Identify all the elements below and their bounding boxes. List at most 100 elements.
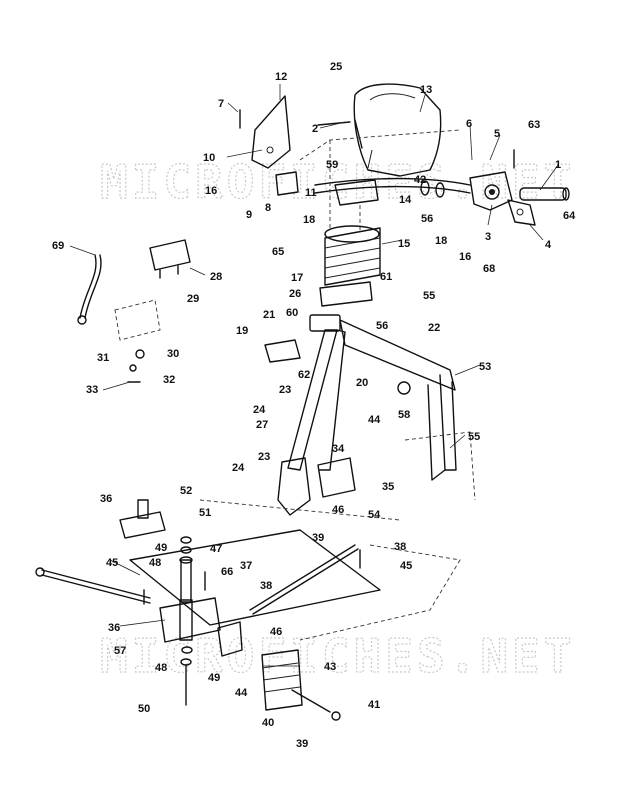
- pedal-36-top: [119, 499, 166, 539]
- part-label-16-left: 16: [205, 185, 217, 197]
- part-label-9: 9: [246, 209, 252, 221]
- part-label-54: 54: [368, 509, 381, 521]
- part-label-4: 4: [545, 239, 552, 251]
- rod-40: [291, 689, 341, 721]
- part-label-46-upper: 46: [332, 504, 344, 516]
- rod-37: [249, 544, 359, 615]
- part-label-7: 7: [218, 98, 224, 110]
- part-label-50: 50: [138, 703, 150, 715]
- part-label-39-lower: 39: [296, 738, 308, 750]
- shaft-column-47: [179, 556, 193, 603]
- handle-grip: [519, 187, 570, 201]
- part-label-20: 20: [356, 377, 368, 389]
- part-label-55-lower: 55: [468, 431, 480, 443]
- steering-column: [287, 329, 346, 471]
- nut-58: [397, 381, 411, 395]
- part-label-41: 41: [368, 699, 380, 711]
- part-label-35: 35: [382, 481, 394, 493]
- mount-plate-34: [317, 457, 356, 498]
- part-label-51: 51: [199, 507, 211, 519]
- part-label-12: 12: [275, 71, 287, 83]
- bracket-right: [507, 199, 536, 226]
- small-bolts-top: [239, 109, 515, 169]
- part-labels: 1 2 3 4 5 6 7 8 9 10 11 12 13 14 15 16 1…: [52, 61, 576, 750]
- washers-48-49: [180, 536, 193, 654]
- part-label-44-lower: 44: [235, 687, 248, 699]
- floor-plate: [129, 529, 381, 626]
- part-label-18-right: 18: [435, 235, 447, 247]
- part-label-62: 62: [298, 369, 310, 381]
- part-label-3: 3: [485, 231, 491, 243]
- part-label-40: 40: [262, 717, 274, 729]
- part-label-64: 64: [563, 210, 576, 222]
- part-label-43: 43: [324, 661, 336, 673]
- pedal-shaft-36: [159, 597, 221, 643]
- part-label-61: 61: [380, 271, 392, 283]
- tie-bracket-19: [264, 339, 301, 363]
- part-label-52: 52: [180, 485, 192, 497]
- part-label-13: 13: [420, 84, 432, 96]
- bracket-44: [217, 621, 243, 657]
- part-label-69: 69: [52, 240, 64, 252]
- part-label-53: 53: [479, 361, 491, 373]
- dashed-mount-left: [114, 299, 161, 341]
- part-label-49-lower: 49: [208, 672, 220, 684]
- small-bolts-lower: [143, 549, 361, 605]
- part-label-47: 47: [210, 543, 222, 555]
- part-label-45-right: 45: [400, 560, 412, 572]
- clip-part: [275, 171, 299, 196]
- part-label-42: 42: [414, 174, 426, 186]
- part-label-23-lower: 23: [258, 451, 270, 463]
- part-label-37: 37: [240, 560, 252, 572]
- part-label-24-lower: 24: [232, 462, 245, 474]
- pivot-housing: [469, 171, 513, 211]
- hinge-block: [309, 314, 341, 332]
- part-label-22: 22: [428, 322, 440, 334]
- part-label-11: 11: [305, 187, 317, 199]
- dashed-floor-outline: [199, 431, 476, 641]
- part-label-63: 63: [528, 119, 540, 131]
- bolt-50: [180, 658, 192, 706]
- part-label-66: 66: [221, 566, 233, 578]
- part-label-30: 30: [167, 348, 179, 360]
- part-label-39-upper: 39: [312, 532, 324, 544]
- part-label-16-right: 16: [459, 251, 471, 263]
- part-label-33: 33: [86, 384, 98, 396]
- seat-cushion: [353, 83, 442, 177]
- leader-lines: [69, 84, 559, 667]
- part-label-21: 21: [263, 309, 275, 321]
- dashed-guides-top: [299, 129, 461, 230]
- main-frame-arm: [339, 319, 457, 481]
- small-hardware-left: [127, 349, 145, 383]
- part-label-31: 31: [97, 352, 109, 364]
- part-label-1: 1: [555, 159, 561, 171]
- part-label-56-lower: 56: [376, 320, 388, 332]
- part-label-65: 65: [272, 246, 284, 258]
- part-label-36-lower: 36: [108, 622, 120, 634]
- relay-box: [149, 239, 191, 279]
- frame-bracket: [334, 179, 379, 206]
- part-label-36-upper: 36: [100, 493, 112, 505]
- part-label-48-upper: 48: [149, 557, 161, 569]
- control-shaft: [314, 177, 471, 198]
- part-label-8: 8: [265, 202, 271, 214]
- part-label-28: 28: [210, 271, 222, 283]
- part-label-29: 29: [187, 293, 199, 305]
- part-label-5: 5: [494, 128, 500, 140]
- part-label-49-upper: 49: [155, 542, 167, 554]
- part-label-23-upper: 23: [279, 384, 291, 396]
- long-rod-left: [35, 567, 151, 604]
- part-label-10: 10: [203, 152, 215, 164]
- part-label-60: 60: [286, 307, 298, 319]
- part-label-19: 19: [236, 325, 248, 337]
- part-label-55-upper: 55: [423, 290, 435, 302]
- part-label-24-upper: 24: [253, 404, 266, 416]
- part-label-18-left: 18: [303, 214, 315, 226]
- boot-plate: [319, 281, 373, 307]
- part-label-32: 32: [163, 374, 175, 386]
- part-label-45-left: 45: [106, 557, 118, 569]
- part-label-17: 17: [291, 272, 303, 284]
- column-bracket-bottom: [277, 457, 311, 516]
- watermark-bottom: MICROFICHES.NET: [100, 629, 575, 683]
